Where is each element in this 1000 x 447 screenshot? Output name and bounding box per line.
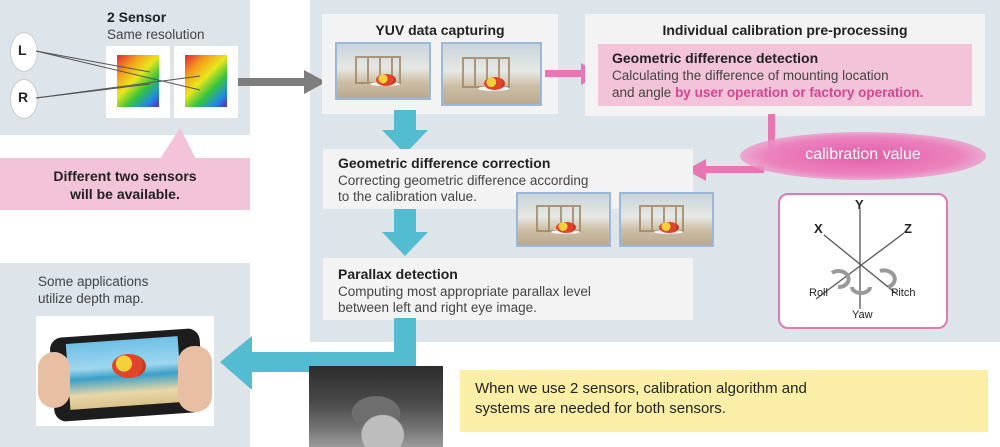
sensor-lines: [35, 50, 201, 99]
sensor-subtitle: Same resolution: [107, 27, 205, 42]
calibration-value-label: calibration value: [805, 146, 921, 163]
axes-diagram: [815, 209, 905, 309]
parallax-line2: between left and right eye image.: [338, 300, 537, 315]
yuv-left-photo: [335, 42, 431, 100]
correction-line2: to the calibration value.: [338, 189, 477, 204]
geo-detect-title: Geometric difference detection: [612, 50, 819, 66]
correction-line1: Correcting geometric difference accordin…: [338, 173, 589, 188]
phone-fruit: [112, 354, 146, 378]
sensor-left-gradient: [117, 55, 159, 107]
detection-to-correction-arrow: [686, 114, 775, 181]
calibration-value-ellipse: [740, 132, 986, 180]
summary-note-box: [460, 370, 988, 432]
hand-right: [178, 346, 212, 412]
axes-box: [778, 193, 948, 329]
right-eye-label: R: [18, 89, 29, 105]
sensor-right-gradient: [185, 55, 227, 107]
geo-detect-line2-plain: and angle: [612, 85, 676, 100]
left-eye-oval: [10, 32, 38, 72]
axis-z-label: Z: [904, 221, 912, 236]
hand-left: [38, 352, 70, 408]
yuv-right-photo: [441, 42, 542, 106]
axis-y-label: Y: [855, 197, 864, 212]
axis-x-label: X: [814, 221, 823, 236]
flow-arrow-2: [382, 206, 428, 256]
correction-title: Geometric difference correction: [338, 155, 551, 171]
left-eye-label: L: [18, 42, 27, 58]
sensor-note-box: [0, 158, 250, 210]
axis-roll-label: Roll: [809, 287, 828, 299]
yuv-title: YUV data capturing: [375, 22, 505, 38]
axis-yaw-label: Yaw: [852, 309, 873, 321]
sensor-note-pointer: [160, 128, 196, 159]
parallax-box: [323, 258, 693, 320]
geo-detect-box: [598, 44, 972, 106]
geo-detect-line1: Calculating the difference of mounting l…: [612, 68, 889, 83]
geo-detect-line2: and angle by user operation or factory o…: [612, 84, 923, 101]
sensor-to-yuv-arrow: [238, 70, 326, 94]
depth-map: [309, 366, 443, 447]
sensor-title: 2 Sensor: [107, 9, 167, 25]
apps-line1: Some applications: [38, 274, 149, 289]
summary-note-line1: When we use 2 sensors, calibration algor…: [475, 380, 807, 397]
axis-pitch-label: Pitch: [891, 287, 916, 299]
parallax-title: Parallax detection: [338, 266, 458, 282]
summary-note-line2: systems are needed for both sensors.: [475, 400, 726, 417]
right-eye-oval: [10, 79, 38, 119]
calib-pre-title: Individual calibration pre-processing: [662, 22, 908, 38]
sensor-note-text: Different two sensors will be available.: [53, 168, 197, 202]
geo-detect-highlight: by user operation or factory operation.: [675, 85, 924, 100]
apps-line2: utilize depth map.: [38, 291, 144, 306]
flow-arrow-1: [382, 110, 428, 154]
parallax-line1: Computing most appropriate parallax leve…: [338, 284, 591, 299]
corrected-left-photo: [516, 192, 611, 247]
corrected-right-photo: [619, 192, 714, 247]
